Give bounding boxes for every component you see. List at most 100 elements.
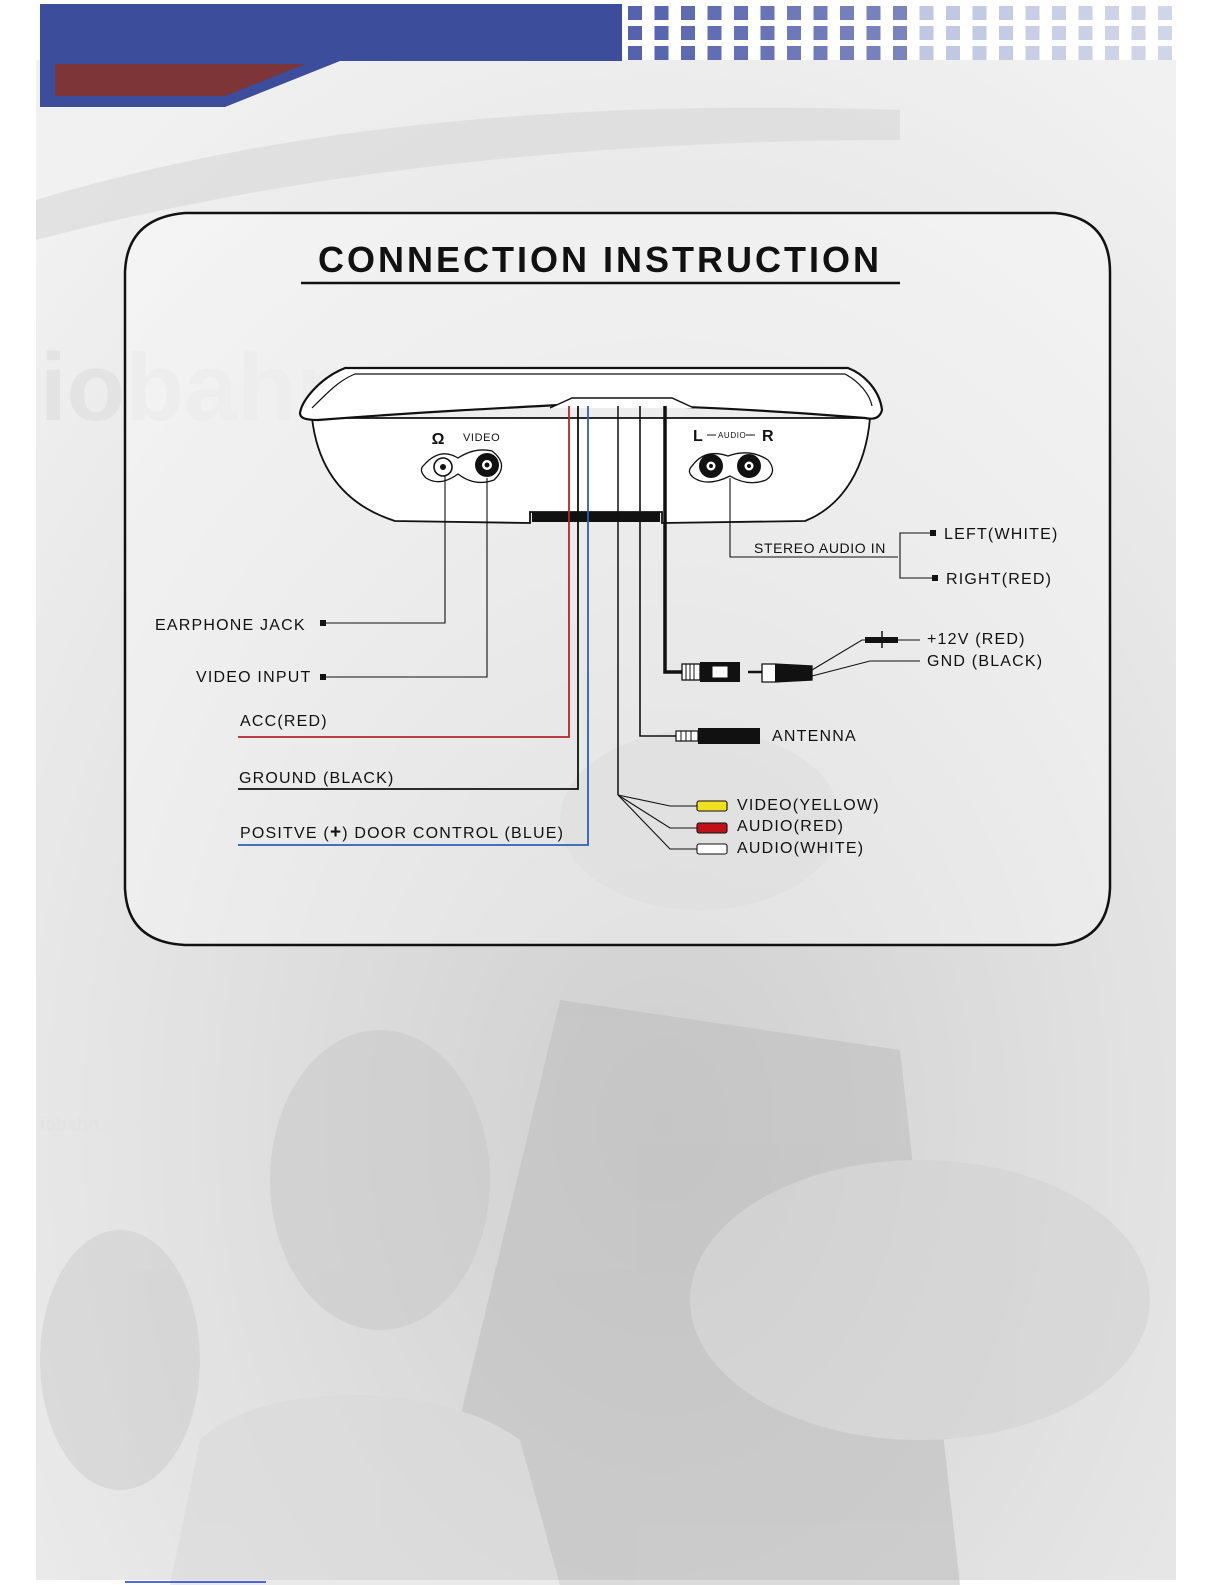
header-square [973, 6, 987, 20]
left-white-marker [930, 530, 936, 536]
header-square [1158, 6, 1172, 20]
header-square [840, 46, 854, 60]
header-square [840, 6, 854, 20]
header-square [1079, 46, 1093, 60]
header-square [893, 26, 907, 40]
headphone-icon: Ω [432, 431, 445, 448]
header-square [893, 6, 907, 20]
header-square [655, 26, 669, 40]
header-square [920, 26, 934, 40]
header-square [867, 26, 881, 40]
header-square [1105, 26, 1119, 40]
header-square [1132, 6, 1146, 20]
header-square [814, 46, 828, 60]
header-square [1105, 46, 1119, 60]
right-red-marker [932, 575, 938, 581]
audio-right-label: R [762, 428, 774, 445]
header-square [1105, 6, 1119, 20]
label-ground: GROUND (BLACK) [239, 770, 394, 787]
video-input-marker [320, 674, 326, 680]
header-square [1079, 26, 1093, 40]
monitor-device: Ω VIDEO L AUDIO R [300, 368, 882, 523]
header-square [655, 46, 669, 60]
header-square [946, 46, 960, 60]
header-square [681, 46, 695, 60]
header-square [787, 46, 801, 60]
rca-red-plug [697, 823, 727, 833]
header-square [681, 26, 695, 40]
header-square [761, 6, 775, 20]
rca-white-plug [697, 844, 727, 854]
label-earphone-jack: EARPHONE JACK [155, 617, 306, 634]
header-square-pattern [628, 6, 1172, 60]
label-gnd: GND (BLACK) [927, 653, 1043, 670]
device-housing [312, 418, 870, 523]
header-square [867, 46, 881, 60]
rca-yellow-plug [697, 801, 727, 811]
header-square [999, 26, 1013, 40]
header-square [787, 6, 801, 20]
page-title: CONNECTION INSTRUCTION [318, 239, 882, 280]
header-square [840, 26, 854, 40]
header-square [734, 26, 748, 40]
header-square [946, 6, 960, 20]
label-video-input: VIDEO INPUT [196, 669, 311, 686]
header-blue-bar [40, 4, 622, 61]
label-acc: ACC(RED) [240, 713, 328, 730]
earphone-jack-marker [320, 620, 326, 626]
header-square [628, 26, 642, 40]
header-square [999, 46, 1013, 60]
header-square [628, 46, 642, 60]
header-square [761, 26, 775, 40]
header-square [1052, 6, 1066, 20]
rca-connectors [697, 801, 727, 854]
header-square [920, 6, 934, 20]
audio-port-label: AUDIO [718, 431, 746, 440]
label-left-white: LEFT(WHITE) [944, 526, 1059, 543]
label-right-red: RIGHT(RED) [946, 571, 1052, 588]
video-port-label: VIDEO [463, 432, 500, 444]
header-square [814, 6, 828, 20]
label-door-control: POSITVE (+) DOOR CONTROL (BLUE) [240, 822, 564, 843]
header-square [787, 26, 801, 40]
header-square [708, 46, 722, 60]
header-square [920, 46, 934, 60]
header-square [708, 6, 722, 20]
header-square [1026, 26, 1040, 40]
header-square [681, 6, 695, 20]
header-square [708, 26, 722, 40]
audio-left-label: L [693, 428, 703, 445]
label-plus-12v: +12V (RED) [927, 631, 1026, 648]
label-rca-audio-red: AUDIO(RED) [737, 818, 844, 835]
header-square [628, 6, 642, 20]
header-square [1158, 26, 1172, 40]
header-square [893, 46, 907, 60]
header-square [1158, 46, 1172, 60]
header-square [1052, 46, 1066, 60]
header-square [1026, 6, 1040, 20]
header-square [814, 26, 828, 40]
label-rca-audio-white: AUDIO(WHITE) [737, 840, 864, 857]
header-square [1026, 46, 1040, 60]
header-square [867, 6, 881, 20]
header-square [1132, 26, 1146, 40]
header-square [1132, 46, 1146, 60]
label-antenna: ANTENNA [772, 728, 857, 745]
header-square [734, 46, 748, 60]
label-rca-video: VIDEO(YELLOW) [737, 797, 880, 814]
header-square [1079, 6, 1093, 20]
header-square [1052, 26, 1066, 40]
header-square [734, 6, 748, 20]
header-square [655, 6, 669, 20]
header-square [946, 26, 960, 40]
header-square [999, 6, 1013, 20]
antenna-connector [676, 728, 760, 744]
device-cable-exit [550, 398, 694, 408]
header-square [973, 26, 987, 40]
label-stereo-audio-in: STEREO AUDIO IN [754, 540, 886, 556]
header-square [973, 46, 987, 60]
watermark-brand-small: iobahn.com [40, 1114, 141, 1134]
header-square [761, 46, 775, 60]
